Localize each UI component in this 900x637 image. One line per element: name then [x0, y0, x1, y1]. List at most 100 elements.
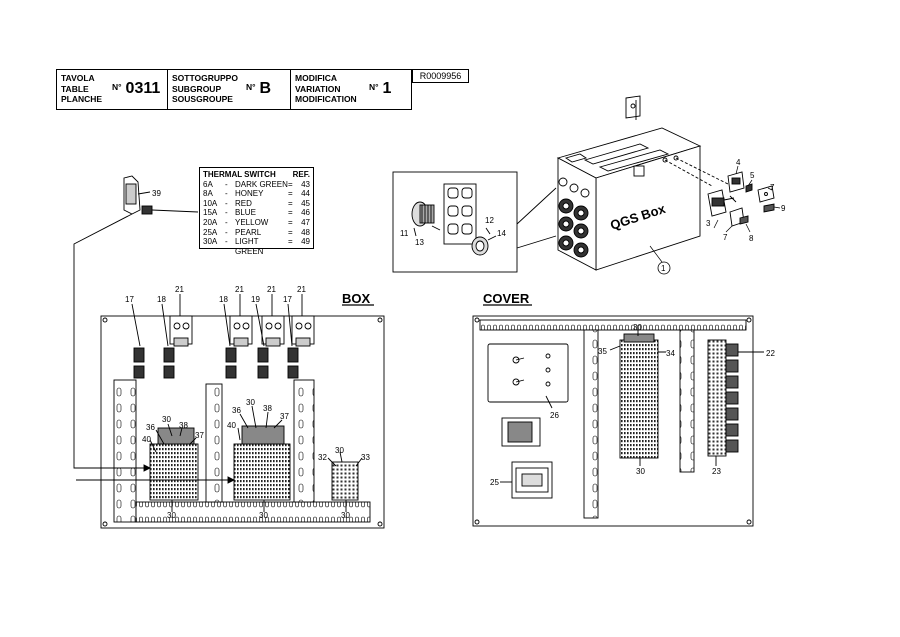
callout-30b: 30: [246, 398, 255, 407]
callout-30a: 30: [162, 415, 171, 424]
label-modification: MODIFICATION: [295, 94, 357, 104]
callout-21b: 21: [235, 285, 244, 294]
projection-lines: [664, 157, 729, 187]
plate-hole: [764, 192, 768, 196]
thermal-amp-cell: 6A: [203, 179, 213, 189]
label-sousgroupe: SOUSGROUPE: [172, 94, 233, 104]
breaker-stack-22: [707, 339, 739, 457]
callout-7b: 7: [723, 233, 728, 242]
mounting-hole: [630, 103, 636, 109]
cover-vertical-rail-1: [583, 329, 599, 519]
thermal-table-row: 10A-RED=45: [200, 199, 313, 209]
box-bottom-rail: [135, 501, 371, 523]
thermal-table-title: THERMAL SWITCH: [203, 170, 276, 179]
thermal-color-cell: HONEY: [235, 189, 264, 199]
cover-panel: [472, 315, 764, 527]
small-plate: [564, 153, 588, 163]
thermal-dash-cell: -: [225, 227, 228, 237]
subgroup-number: N°B: [246, 80, 271, 98]
gasket-8: [739, 215, 749, 225]
thermal-ref-cell: 46: [301, 208, 310, 218]
screw-hole: [662, 157, 668, 163]
label-planche: PLANCHE: [61, 94, 103, 104]
thermal-dash-cell: -: [225, 179, 228, 189]
thermal-table-ref-header: REF.: [292, 170, 310, 179]
cover-callouts: 30 35 34 22 26 25 30 23: [490, 323, 775, 487]
callout-39: 39: [152, 189, 161, 198]
cable-glands: [558, 177, 590, 258]
label-modifica: MODIFICA: [295, 73, 338, 83]
table-number-value: 0311: [125, 80, 161, 97]
thermal-table-row: 30A-LIGHT GREEN=49: [200, 237, 313, 256]
callout-37b: 37: [280, 412, 289, 421]
callout-21d: 21: [297, 285, 306, 294]
relay-group-1: [169, 315, 193, 347]
callout-lines-top: [649, 165, 781, 263]
thermal-color-cell: BLUE: [235, 208, 256, 218]
table-number: N°0311: [112, 80, 160, 98]
thermal-eq-cell: =: [288, 198, 293, 208]
mounting-ear: [625, 95, 641, 119]
callout-22: 22: [766, 349, 775, 358]
serial-plate: [583, 143, 650, 165]
box-callouts: 17 18 21 18 21 19 21 17 21 36 30 38 37 4…: [125, 285, 370, 520]
callout-30e: 30: [259, 511, 268, 520]
callout-13: 13: [415, 238, 424, 247]
thermal-dash-cell: -: [225, 217, 228, 227]
label-subgroup: SUBGROUP: [172, 83, 222, 94]
plate-7a: [757, 185, 775, 203]
box-mid-rail-2: [293, 379, 315, 503]
callout-36b: 36: [232, 406, 241, 415]
number-sign: N°: [369, 82, 379, 92]
callout-30f: 30: [341, 511, 350, 520]
number-sign: N°: [112, 82, 122, 92]
thermal-eq-cell: =: [288, 217, 293, 227]
thermal-amp-cell: 8A: [203, 189, 213, 199]
box-vertical-rail: [113, 379, 137, 523]
arrow-heads: [143, 464, 236, 484]
callout-30g: 30: [633, 323, 642, 332]
subgroup-cell: SOTTOGRUPPO SUBGROUP SOUSGROUPE N°B: [168, 70, 291, 109]
callout-14: 14: [497, 229, 506, 238]
callout-12: 12: [485, 216, 494, 225]
variation-labels: MODIFICA VARIATION MODIFICATION: [295, 73, 357, 105]
callout-32: 32: [318, 453, 327, 462]
callout-9: 9: [781, 204, 786, 213]
thermal-ref-cell: 49: [301, 237, 310, 247]
qgs-box-assembly: [556, 95, 729, 271]
gland-13: [411, 201, 435, 227]
thermal-ref-cell: 48: [301, 227, 310, 237]
callout-18a: 18: [157, 295, 166, 304]
number-sign: N°: [246, 82, 256, 92]
callout-34: 34: [666, 349, 675, 358]
box-mid-rail-1: [205, 383, 223, 503]
callout-35: 35: [598, 347, 607, 356]
terminal-block-1: [149, 443, 199, 501]
box-panel: [76, 294, 385, 529]
reference-code: R0009956: [412, 69, 469, 83]
screw-hole: [673, 155, 679, 161]
callout-30h: 30: [636, 467, 645, 476]
thermal-amp-cell: 25A: [203, 227, 218, 237]
thermal-ref-cell: 43: [301, 179, 310, 189]
callout-19: 19: [251, 295, 260, 304]
thermal-table-row: 15A-BLUE=46: [200, 208, 313, 218]
thermal-color-cell: DARK GREEN: [235, 179, 288, 189]
subgroup-value: B: [259, 80, 272, 97]
callout-17a: 17: [125, 295, 134, 304]
callout-26: 26: [550, 411, 559, 420]
thermal-ref-cell: 44: [301, 189, 310, 199]
inset-leader: [516, 187, 557, 249]
thermal-table-row: 6A-DARK GREEN=43: [200, 180, 313, 190]
terminal-strip-34: [619, 339, 659, 459]
thermal-dash-cell: -: [225, 237, 228, 247]
thermal-color-cell: YELLOW: [235, 217, 269, 227]
front-switch: [633, 165, 645, 177]
relay-group-2: [229, 315, 253, 347]
screw-icon: [745, 183, 753, 193]
warning-plate: [598, 149, 670, 172]
label-sottogruppo: SOTTOGRUPPO: [172, 73, 238, 83]
